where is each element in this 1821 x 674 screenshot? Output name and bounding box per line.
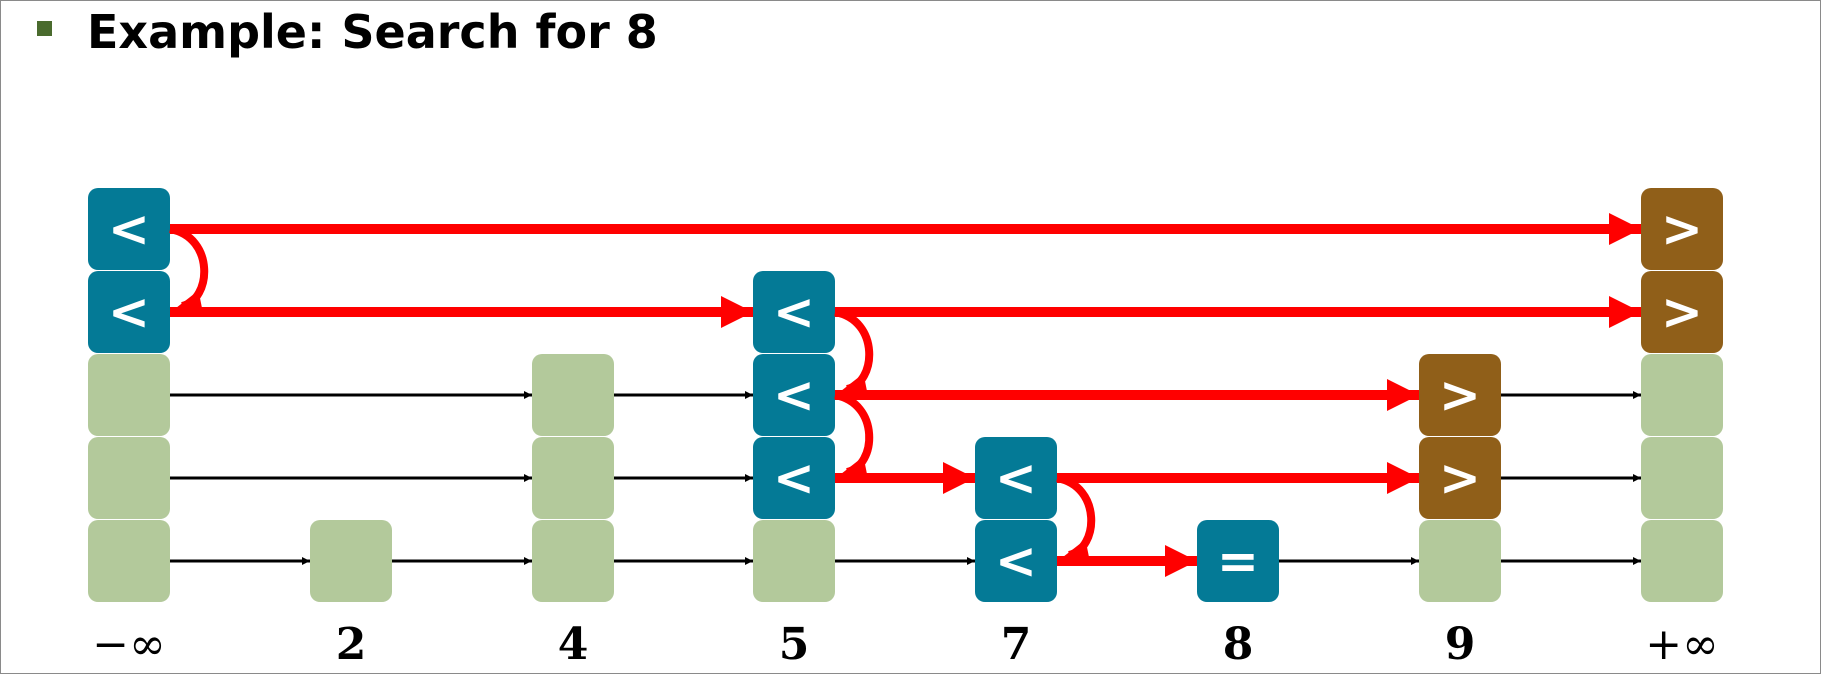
comparison-mark: < [773, 449, 815, 507]
skip-list-node [532, 437, 614, 519]
visited-node [975, 520, 1057, 602]
slide-title: Example: Search for 8 [87, 5, 658, 59]
comparison-mark: < [995, 449, 1037, 507]
link-layer [170, 391, 1641, 565]
search-path-layer [168, 213, 1641, 577]
comparison-mark: < [108, 283, 150, 341]
comparison-mark: < [773, 366, 815, 424]
comparison-mark: = [1217, 532, 1259, 590]
visited-node [1197, 520, 1279, 602]
comparison-mark: > [1439, 366, 1481, 424]
comparison-mark: < [773, 283, 815, 341]
search-step-down [168, 225, 209, 314]
skip-list-node [1419, 520, 1501, 602]
key-label: −∞ [92, 619, 166, 670]
bullet-square-icon [37, 21, 52, 36]
search-step-down [833, 391, 874, 480]
comparison-mark: > [1661, 283, 1703, 341]
skip-list-node [1641, 520, 1723, 602]
comparison-mark: < [108, 200, 150, 258]
skip-list-node [88, 437, 170, 519]
skip-list-node [88, 354, 170, 436]
comparison-mark: < [995, 532, 1037, 590]
skip-list-node [532, 354, 614, 436]
skip-list-node [753, 520, 835, 602]
key-label: 4 [558, 619, 589, 670]
visited-node [88, 271, 170, 353]
visited-node [1641, 188, 1723, 270]
skip-list-node [1641, 437, 1723, 519]
visited-node [975, 437, 1057, 519]
comparison-mark: > [1439, 449, 1481, 507]
visited-node [1419, 354, 1501, 436]
key-label: +∞ [1645, 619, 1719, 670]
visited-node [1419, 437, 1501, 519]
key-label-layer: −∞ 2 4 5 7 8 9 +∞ [92, 619, 1719, 670]
search-step-down [1055, 474, 1096, 563]
search-step-down [833, 308, 874, 397]
comparison-mark: > [1661, 200, 1703, 258]
skip-list-node [310, 520, 392, 602]
visited-node [88, 188, 170, 270]
visited-node [753, 271, 835, 353]
skip-list-node [88, 520, 170, 602]
key-label: 2 [336, 619, 367, 670]
key-label: 9 [1445, 619, 1476, 670]
skip-list-node [1641, 354, 1723, 436]
visited-node [753, 437, 835, 519]
key-label: 8 [1223, 619, 1254, 670]
key-label: 7 [1001, 619, 1032, 670]
node-layer: < < < < < < < = > > > > [88, 188, 1723, 602]
visited-node [753, 354, 835, 436]
key-label: 5 [779, 619, 810, 670]
skip-list-node [532, 520, 614, 602]
visited-node [1641, 271, 1723, 353]
